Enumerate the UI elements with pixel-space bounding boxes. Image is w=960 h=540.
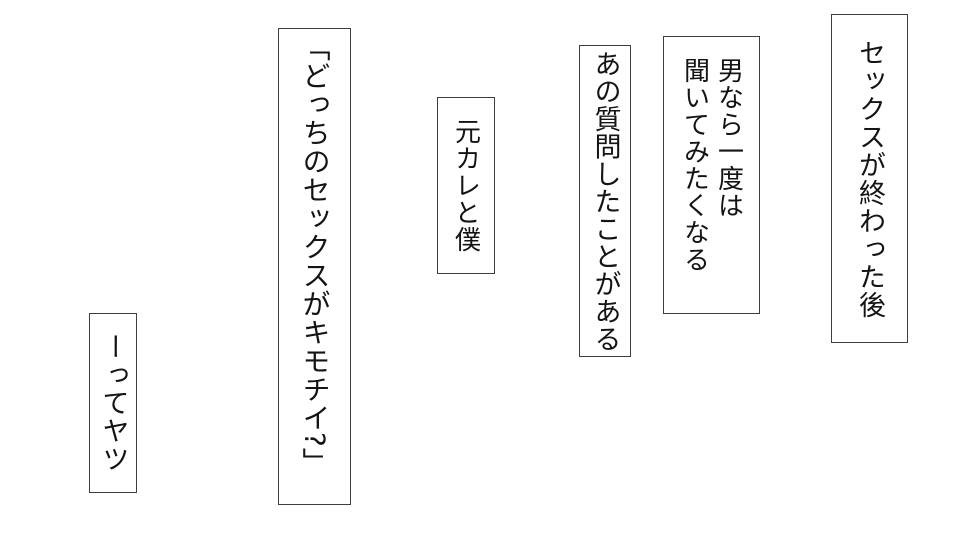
text-line: セックスが終わった後 <box>854 38 885 319</box>
vertical-text-ex-boyfriend-and-me: 元カレと僕 <box>448 118 485 253</box>
vertical-text-tte-yatsu: ーってヤツ <box>94 333 133 473</box>
vertical-text-have-asked-question: あの質問したことがある <box>586 50 625 353</box>
vertical-text-quote-which-sex-feels-better: 「どっちのセックスがキモチイ?」 <box>295 33 335 476</box>
text-line: 「どっちのセックスがキモチイ?」 <box>298 33 332 476</box>
text-box-tte-yatsu: ーってヤツ <box>89 313 137 493</box>
text-box-quote-which-sex-feels-better: 「どっちのセックスがキモチイ?」 <box>278 28 351 505</box>
text-box-men-want-to-ask: 男なら一度は 聞いてみたくなる <box>663 36 760 314</box>
vertical-text-after-sex: セックスが終わった後 <box>850 39 889 319</box>
text-box-have-asked-question: あの質問したことがある <box>579 45 631 357</box>
text-line: 男なら一度は <box>713 57 744 219</box>
text-box-ex-boyfriend-and-me: 元カレと僕 <box>437 97 495 274</box>
text-line: 元カレと僕 <box>450 118 481 253</box>
text-line: ーってヤツ <box>97 333 129 473</box>
text-line: あの質問したことがある <box>589 49 621 353</box>
text-box-after-sex: セックスが終わった後 <box>831 14 908 343</box>
vertical-text-men-want-to-ask: 男なら一度は 聞いてみたくなる <box>678 57 746 273</box>
text-line: 聞いてみたくなる <box>679 57 710 273</box>
